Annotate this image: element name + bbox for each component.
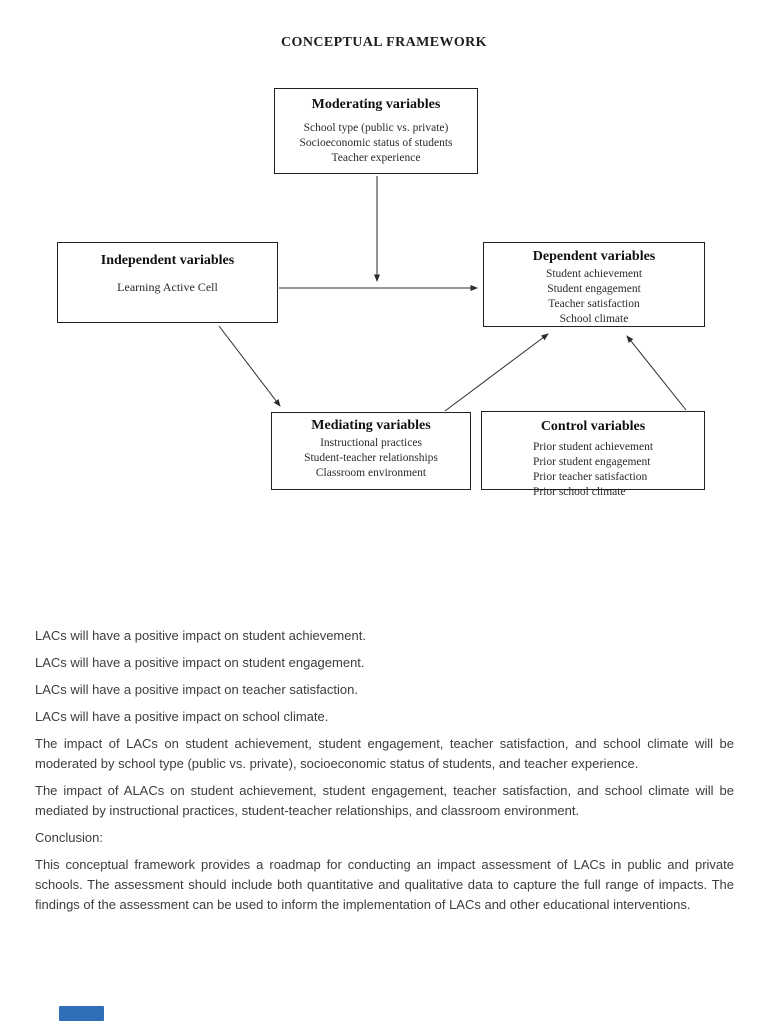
box-item: Student engagement xyxy=(547,283,641,295)
box-item: Prior student engagement xyxy=(532,456,651,468)
box-title: Dependent variables xyxy=(532,249,656,264)
page-title: CONCEPTUAL FRAMEWORK xyxy=(281,35,487,50)
arrow-independent-to-mediating xyxy=(218,325,281,407)
box-independent-variables: Independent variables Learning Active Ce… xyxy=(57,242,278,323)
arrow-mediating-to-dependent xyxy=(444,333,549,412)
box-title: Moderating variables xyxy=(311,97,441,112)
box-title: Independent variables xyxy=(100,253,235,268)
box-item: Prior student achievement xyxy=(532,441,654,453)
arrow-control-to-dependent xyxy=(626,335,687,411)
hypothesis-line: LACs will have a positive impact on scho… xyxy=(35,709,329,724)
hypothesis-line: LACs will have a positive impact on teac… xyxy=(35,682,358,697)
box-item: Learning Active Cell xyxy=(117,280,218,294)
box-items: School type (public vs. private) Socioec… xyxy=(275,121,477,166)
narrative-text: LACs will have a positive impact on stud… xyxy=(35,626,734,922)
box-items: Prior student achievement Prior student … xyxy=(533,440,653,500)
box-title: Mediating variables xyxy=(311,418,431,433)
box-item: Instructional practices xyxy=(320,437,422,449)
box-items: Learning Active Cell xyxy=(58,280,277,295)
box-item: Prior school climate xyxy=(532,486,626,498)
box-dependent-variables: Dependent variables Student achievement … xyxy=(483,242,705,327)
moderation-paragraph: The impact of LACs on student achievemen… xyxy=(35,736,734,771)
box-item: School type (public vs. private) xyxy=(303,122,449,134)
box-item: Classroom environment xyxy=(315,467,427,479)
box-moderating-variables: Moderating variables School type (public… xyxy=(274,88,478,174)
box-items: Student achievement Student engagement T… xyxy=(484,267,704,327)
box-title: Control variables xyxy=(540,419,646,434)
box-items: Instructional practices Student-teacher … xyxy=(272,436,470,481)
box-item: Student-teacher relationships xyxy=(304,452,438,464)
hypothesis-line: LACs will have a positive impact on stud… xyxy=(35,628,366,643)
bottom-page-indicator-bar xyxy=(59,1006,104,1021)
box-mediating-variables: Mediating variables Instructional practi… xyxy=(271,412,471,490)
hypothesis-line: LACs will have a positive impact on stud… xyxy=(35,655,365,670)
box-item: School climate xyxy=(559,313,629,325)
mediation-paragraph: The impact of ALACs on student achieveme… xyxy=(35,783,734,818)
conclusion-label: Conclusion: xyxy=(35,830,103,845)
box-item: Student achievement xyxy=(545,268,643,280)
box-item: Teacher experience xyxy=(331,152,421,164)
box-item: Socioeconomic status of students xyxy=(299,137,453,149)
box-control-variables: Control variables Prior student achievem… xyxy=(481,411,705,498)
conclusion-paragraph: This conceptual framework provides a roa… xyxy=(35,857,734,912)
box-item: Teacher satisfaction xyxy=(548,298,640,310)
box-item: Prior teacher satisfaction xyxy=(532,471,648,483)
